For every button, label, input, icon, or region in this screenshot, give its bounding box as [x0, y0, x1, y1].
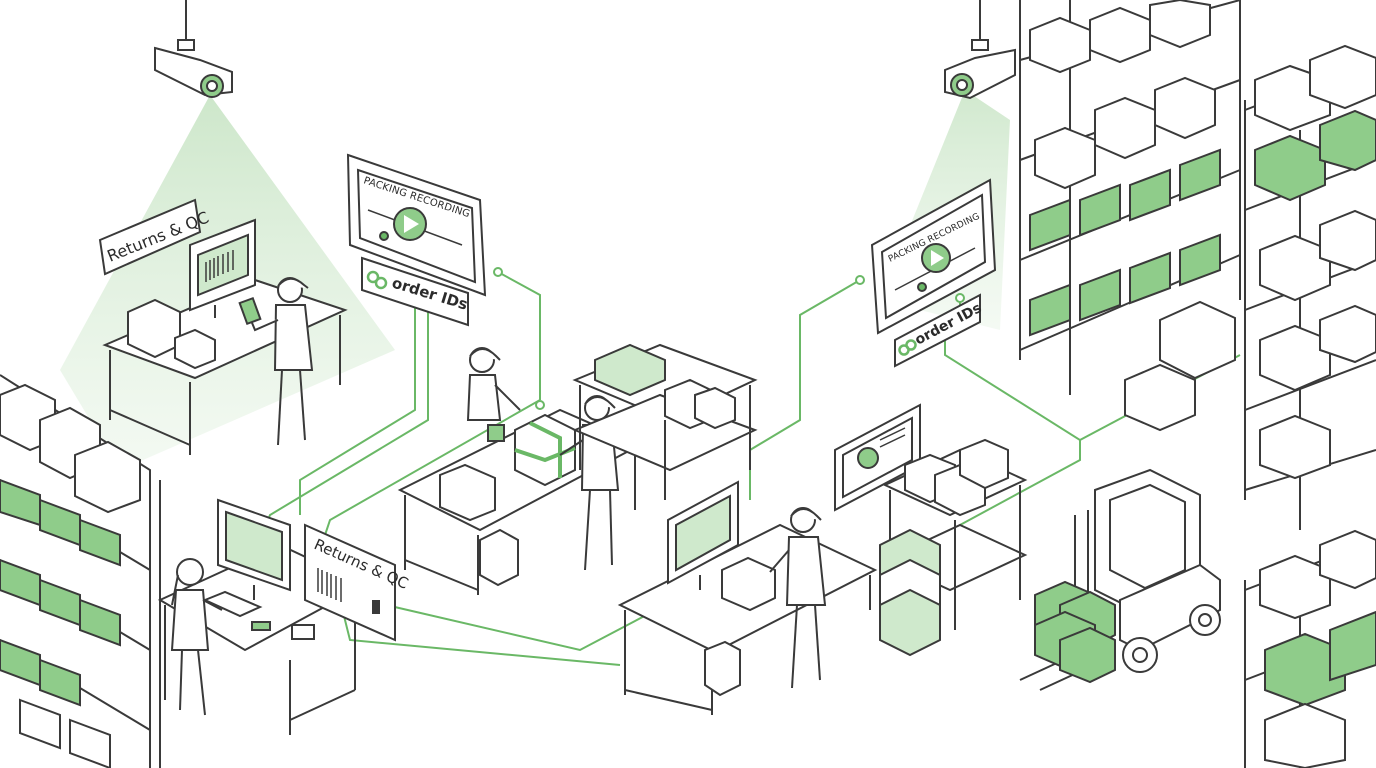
- forklift-load-bins: [1034, 580, 1116, 684]
- right-storage-rack-back: [1019, 0, 1241, 395]
- security-camera-icon: [944, 0, 1016, 100]
- forklift-icon: [1019, 468, 1221, 691]
- station-monitor-right: [834, 403, 921, 512]
- right-packing-table: [617, 480, 878, 715]
- worker-packer-right: [769, 507, 827, 689]
- center-back-shelf: [572, 343, 758, 500]
- security-camera-icon: [154, 0, 233, 98]
- center-right-shelf: [879, 438, 1028, 657]
- worker-packer-center-left: [466, 347, 521, 442]
- worker-qc-top: [238, 277, 314, 446]
- play-icon: [931, 250, 944, 266]
- worker-qc-bottom: [170, 558, 223, 716]
- chain-link-icon: [898, 339, 917, 356]
- chain-link-icon: [366, 270, 388, 290]
- returns-qc-label-bottom: Returns & QC: [304, 523, 411, 642]
- play-icon: [404, 215, 419, 233]
- bottom-right-rack: [1244, 529, 1376, 768]
- barcode-icon: [317, 568, 342, 602]
- right-storage-rack-front: [1244, 44, 1376, 530]
- barcode-icon: [205, 250, 234, 282]
- left-storage-rack: [0, 374, 161, 768]
- floor-boxes-right: [1124, 300, 1236, 432]
